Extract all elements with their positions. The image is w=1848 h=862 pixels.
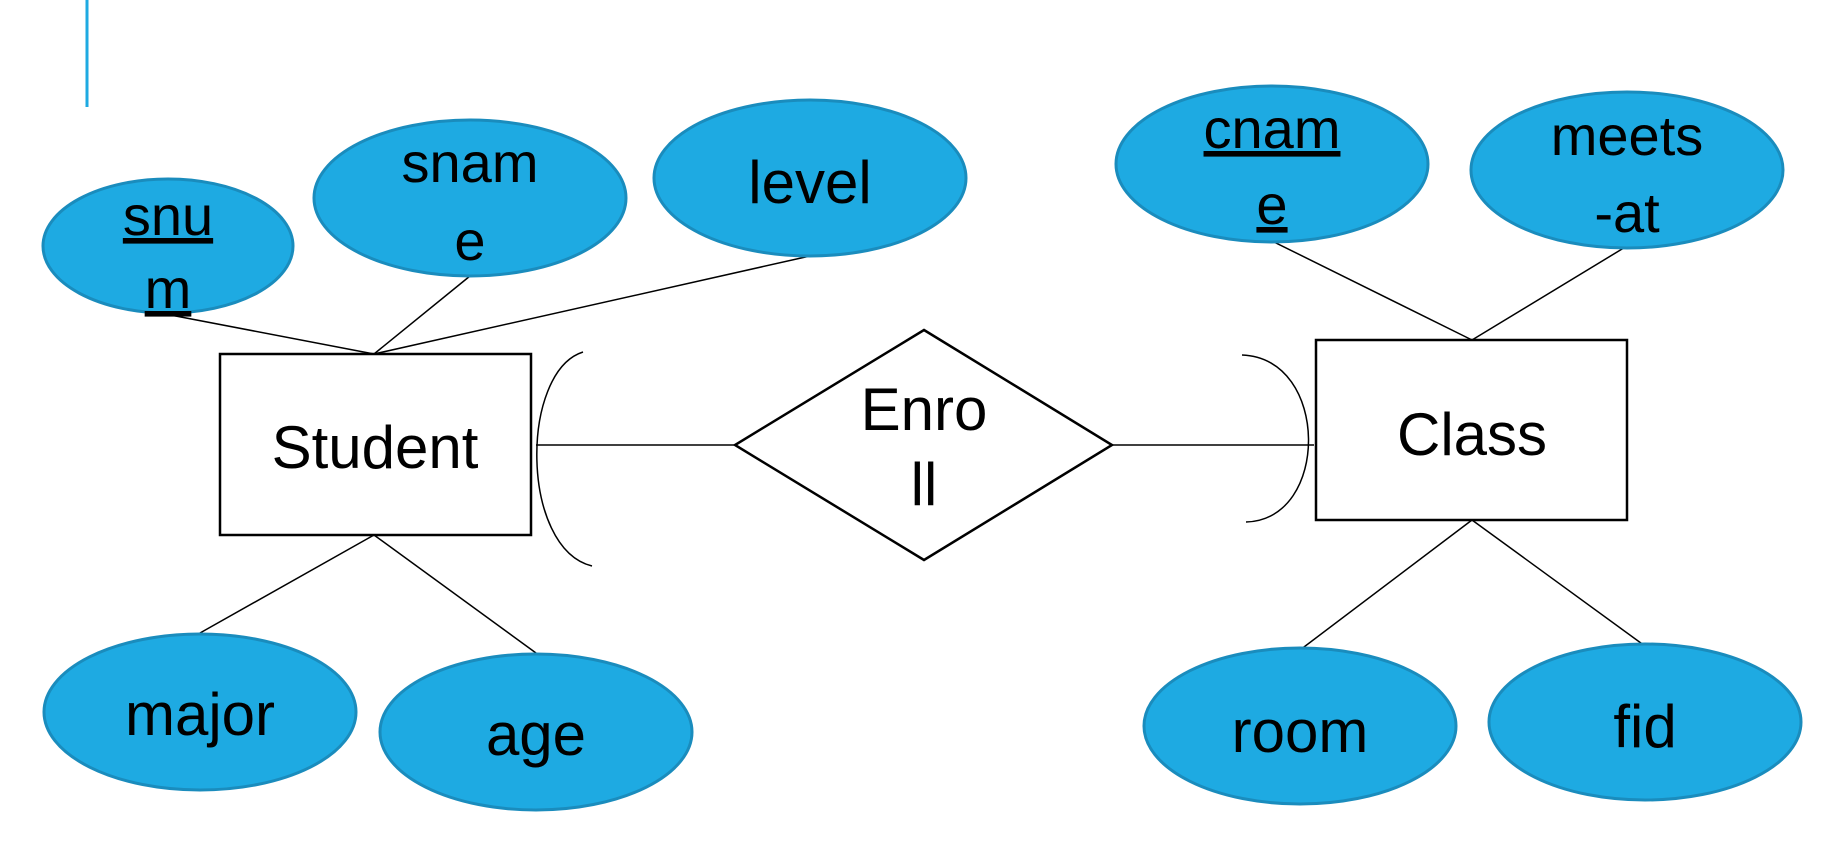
attribute-room-label: room xyxy=(1232,698,1369,765)
attribute-major-shape xyxy=(42,632,358,792)
entity-class[interactable] xyxy=(1314,338,1629,522)
attribute-snum-label-line2: m xyxy=(145,257,192,320)
arc-class-side xyxy=(1241,354,1310,523)
attribute-sname-label-line1: snam xyxy=(402,131,539,194)
attribute-sname-label-line2: e xyxy=(454,209,485,272)
attribute-age-label: age xyxy=(486,701,586,768)
attribute-major[interactable]: major xyxy=(42,632,358,792)
attribute-cname-shape xyxy=(1114,84,1430,244)
attribute-cname-label-line1: cnam xyxy=(1204,97,1341,160)
line-age-student xyxy=(373,534,537,654)
attribute-level-label: level xyxy=(748,149,871,216)
relationship-enroll[interactable] xyxy=(732,328,1115,562)
attribute-level-shape xyxy=(652,98,968,258)
arc-student-side xyxy=(536,351,593,567)
relationship-enroll-label-line1: Enro xyxy=(861,376,988,443)
line-major-student xyxy=(199,534,375,634)
attribute-age[interactable]: age xyxy=(378,652,694,812)
attribute-fid-label: fid xyxy=(1613,693,1676,760)
attribute-fid[interactable]: fid xyxy=(1487,642,1803,802)
attribute-snum-shape xyxy=(41,177,295,315)
attribute-cname-label-line2: e xyxy=(1256,173,1287,236)
entity-class-label: Class xyxy=(1397,401,1547,468)
line-sname-student xyxy=(373,275,471,355)
attribute-meets-at-label-line2: -at xyxy=(1594,181,1660,244)
attribute-meets-at-label-line1: meets xyxy=(1551,104,1704,167)
attribute-cname[interactable]: cnam e xyxy=(1114,84,1430,244)
attribute-sname[interactable]: snam e xyxy=(312,118,628,278)
attribute-meets-at[interactable]: meets -at xyxy=(1469,90,1785,250)
line-meetsat-class xyxy=(1471,245,1628,341)
attribute-fid-shape xyxy=(1487,642,1803,802)
attribute-level[interactable]: level xyxy=(652,98,968,258)
attribute-snum-label-line1: snu xyxy=(123,184,213,247)
line-snum-student xyxy=(159,312,375,355)
attribute-room-shape xyxy=(1142,646,1458,806)
attribute-age-shape xyxy=(378,652,694,812)
attribute-sname-shape xyxy=(312,118,628,278)
attribute-room[interactable]: room xyxy=(1142,646,1458,806)
attribute-meets-at-shape xyxy=(1469,90,1785,250)
attribute-major-label: major xyxy=(125,681,275,748)
entity-student-label: Student xyxy=(272,414,479,481)
line-room-class xyxy=(1299,519,1473,651)
relationship-enroll-label-line2: ll xyxy=(911,451,938,518)
connectors xyxy=(159,239,1646,654)
line-level-student xyxy=(373,255,811,355)
entity-student[interactable] xyxy=(218,352,533,537)
line-cname-class xyxy=(1269,239,1473,341)
line-fid-class xyxy=(1471,519,1646,647)
attribute-snum[interactable]: snu m xyxy=(41,177,295,320)
